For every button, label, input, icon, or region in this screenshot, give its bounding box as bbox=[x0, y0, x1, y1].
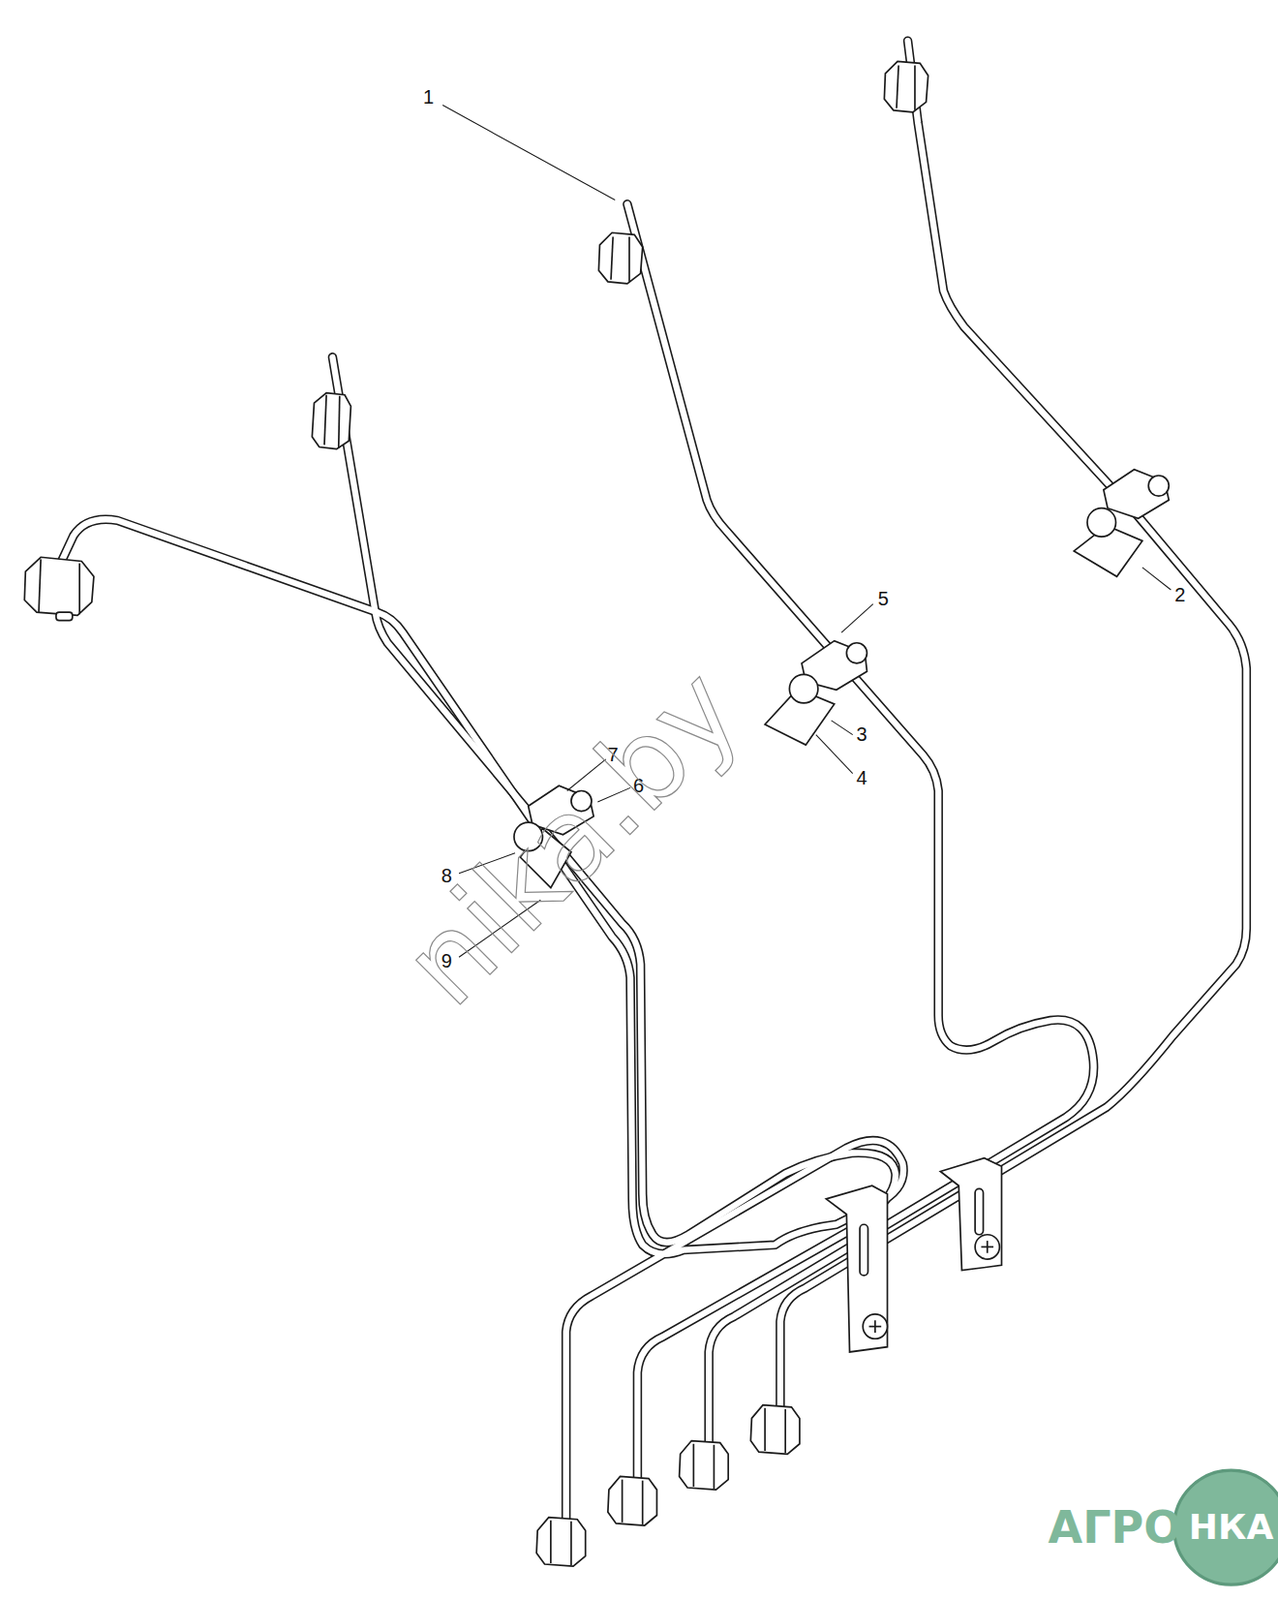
callout-number: 5 bbox=[878, 588, 889, 609]
logo-text: АГРО bbox=[1048, 1504, 1183, 1550]
logo-text: НКА bbox=[1188, 1509, 1274, 1545]
callout-number: 1 bbox=[423, 87, 434, 107]
callout-number: 3 bbox=[856, 724, 868, 744]
callout-number: 2 bbox=[1174, 584, 1186, 605]
callout-number: 4 bbox=[856, 767, 868, 788]
